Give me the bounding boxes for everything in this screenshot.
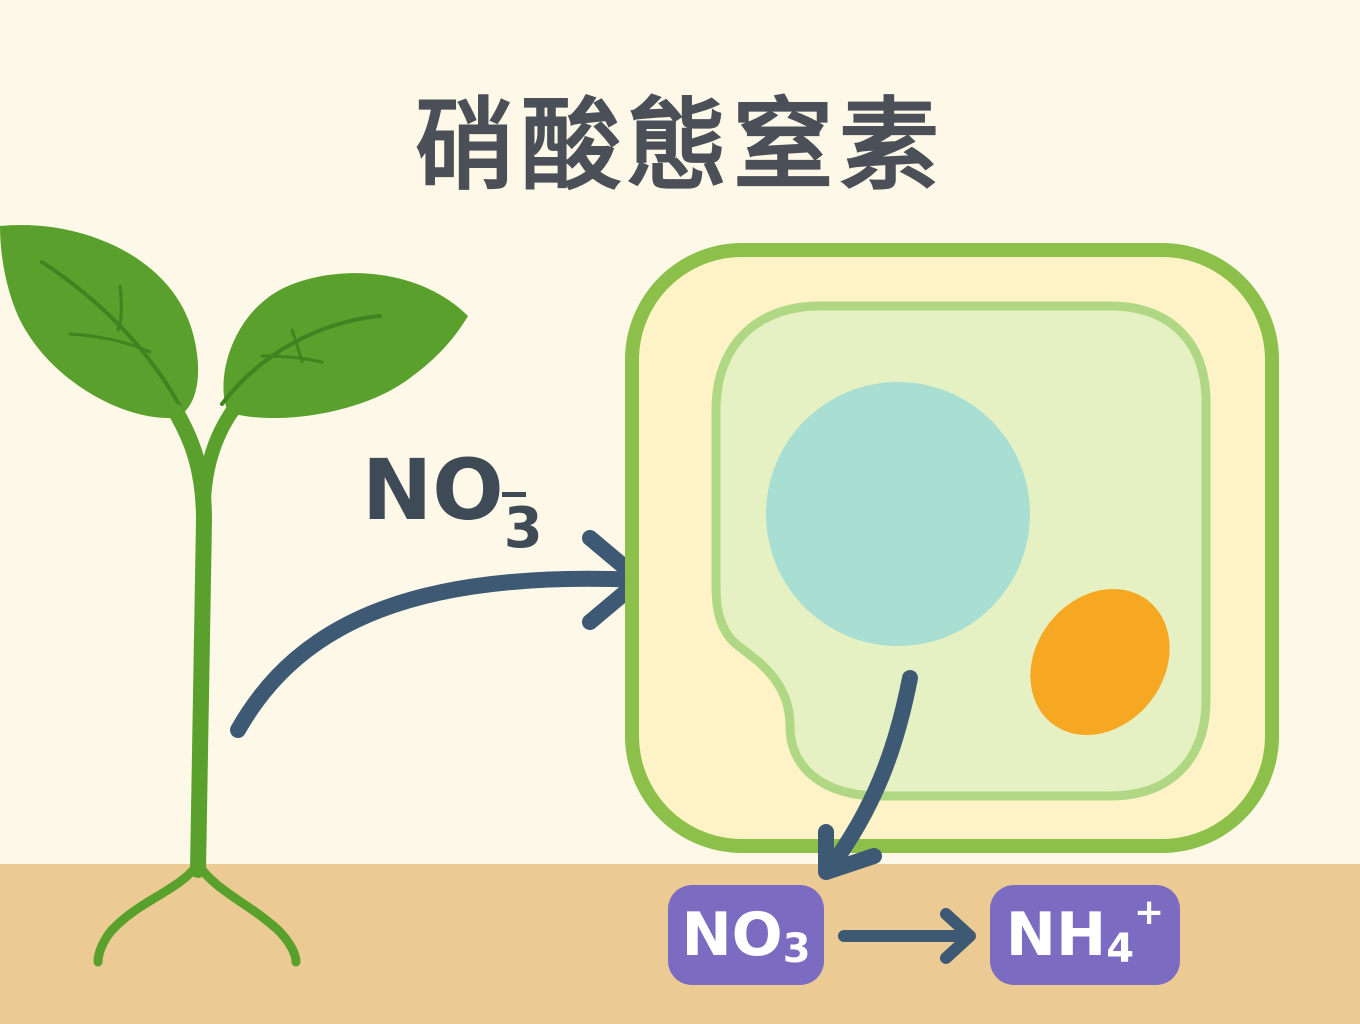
badge-main: NO [681, 900, 783, 970]
right-root [193, 859, 301, 967]
plant-stem [168, 404, 213, 878]
right-leaf-vein [220, 314, 382, 406]
right-leaf [223, 273, 468, 419]
plant-seedling [0, 224, 468, 967]
badge-subscript: 4 [1106, 926, 1135, 972]
ion-main: NO [362, 441, 504, 539]
plant-stem-branch [197, 399, 243, 507]
left-leaf-vein-branch [68, 332, 152, 354]
organelle [1030, 588, 1170, 736]
ion-charge-bar [502, 492, 526, 497]
nitrate-ion-label: NO3 [362, 448, 543, 557]
left-root [93, 859, 203, 967]
ion-subscript: 3 [503, 496, 543, 561]
badge-main: NH [1005, 900, 1107, 970]
plant-cell [625, 243, 1279, 853]
badge-superscript: + [1134, 892, 1165, 933]
left-leaf-vein [40, 260, 184, 412]
right-leaf-vein-branch [260, 354, 324, 364]
page-title: 硝酸態窒素 [415, 87, 945, 204]
reduction-arrow [818, 670, 918, 880]
badge-subscript: 3 [782, 926, 811, 972]
conversion-arrow [838, 908, 976, 964]
left-leaf-vein-branch [116, 284, 123, 332]
nucleus [766, 382, 1030, 646]
left-leaf [0, 224, 199, 419]
